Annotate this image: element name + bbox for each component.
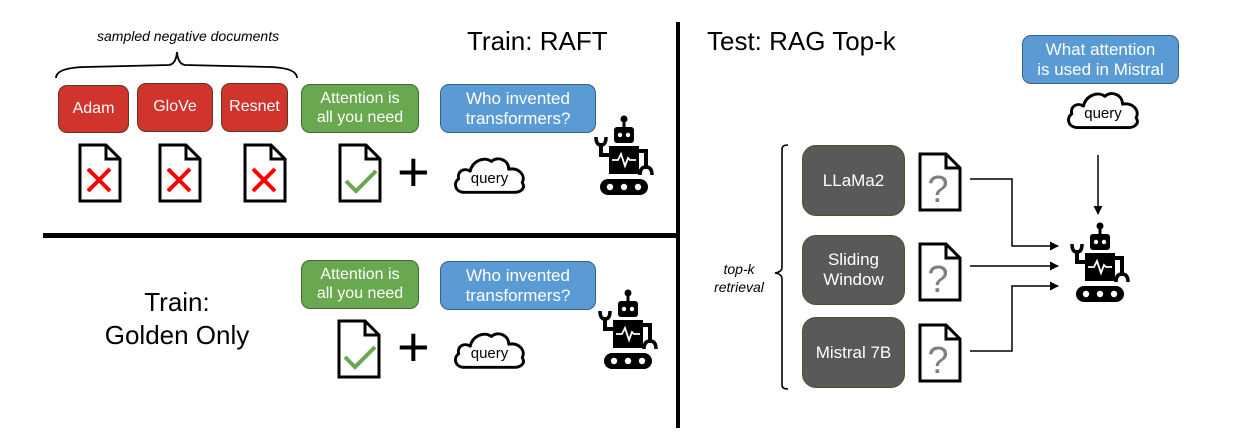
negative-doc-resnet: Resnet [221,83,288,132]
vertical-divider [676,22,680,428]
question-line2: transformers? [465,108,571,128]
document-x-icon [243,143,287,203]
question-line1: What attention [1045,39,1156,59]
retrieved-doc-label-line1: Sliding [827,250,880,270]
retrieved-doc-mistral-7b: Mistral 7B [802,317,905,388]
query-cloud: query [1064,88,1142,132]
negatives-label: sampled negative documents [97,28,280,44]
query-cloud: query [451,153,528,197]
retrieval-label: top-k retrieval [712,260,766,296]
connector-arrows [970,155,1103,352]
svg-text:?: ? [927,259,948,301]
robot-icon [592,115,656,199]
golden-doc-line1: Attention is [320,266,400,284]
negatives-brace [55,51,298,79]
document-x-icon [158,143,202,203]
raft-title: Train: RAFT [467,26,608,56]
query-label: query [470,170,509,187]
negative-doc-label: Adam [72,99,115,117]
document-check-icon [338,143,382,203]
document-question-icon: ? [918,242,962,302]
retrieval-label-line2: retrieval [714,279,764,296]
question-line1: Who invented [466,88,570,108]
negative-doc-label: Resnet [229,98,280,116]
svg-text:?: ? [927,340,948,382]
golden-doc-line1: Attention is [320,90,400,108]
robot-icon [596,289,660,373]
document-x-icon [78,143,122,203]
question-line1: Who invented [466,265,570,285]
golden-doc-line2: all you need [316,284,404,302]
question-line2: transformers? [465,285,571,305]
negative-doc-adam: Adam [58,85,129,133]
robot-icon [1068,222,1132,306]
test-title: Test: RAG Top-k [707,26,896,56]
horizontal-divider [43,233,679,238]
retrieved-doc-label: Mistral 7B [815,342,892,362]
golden-only-title-line1: Train: [144,287,210,317]
query-label: query [470,345,509,362]
doc1-to-robot-arrow [970,178,1059,251]
query-cloud: query [451,328,528,372]
document-question-icon: ? [918,323,962,383]
plus-sign: + [397,315,430,378]
retrieved-doc-llama2: LLaMa2 [802,145,905,216]
retrieved-doc-label: LLaMa2 [822,170,885,190]
golden-only-title-line2: Golden Only [104,319,250,350]
question-line2: is used in Mistral [1037,59,1164,79]
retrieval-label-line1: top-k [723,261,755,277]
query-label: query [1084,105,1122,122]
retrieved-doc-label-line2: Window [823,270,884,289]
document-question-icon: ? [918,152,962,212]
retrieval-bracket [774,144,789,390]
doc3-to-robot-arrow [970,281,1059,352]
plus-sign: + [397,140,430,203]
golden-doc-line2: all you need [316,108,404,126]
svg-text:?: ? [927,169,948,211]
negative-doc-glove: GloVe [137,83,213,132]
negative-doc-label: GloVe [153,98,197,116]
document-check-icon [337,319,381,379]
golden-only-title: Train: Golden Only [97,286,257,351]
